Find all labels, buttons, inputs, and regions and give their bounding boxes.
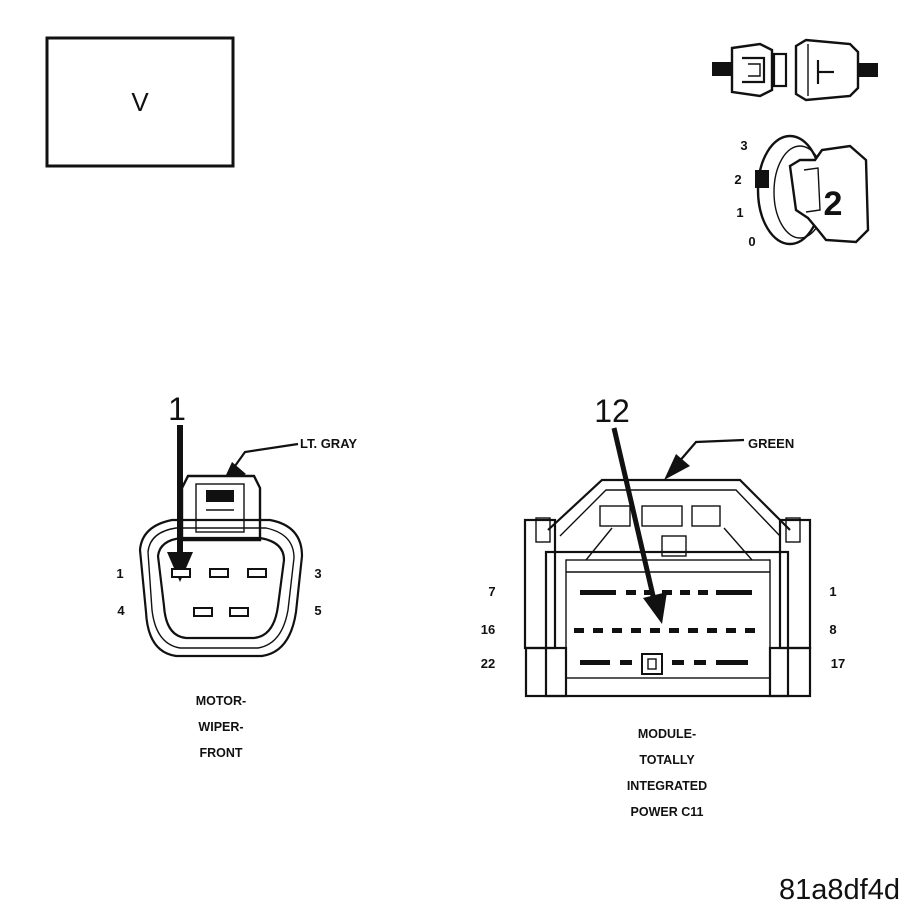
connector-motor-wiper-front: 1 LT. GRAY 1 3 4 5 MOTOR- WIPER- FRONT — [116, 391, 357, 760]
color-label-right: GREEN — [748, 436, 794, 451]
pin-cavity-3 — [247, 568, 267, 578]
pin-row-1 — [580, 590, 752, 595]
pin-cavity-1 — [171, 568, 191, 578]
ignition-position-marker — [755, 170, 769, 188]
ignition-position-1: 1 — [736, 205, 743, 220]
callout-arrow-right — [611, 427, 657, 601]
pin-label-16: 16 — [481, 622, 495, 637]
callout-number-right: 12 — [594, 393, 630, 429]
caption-right-line-4: POWER C11 — [631, 805, 704, 819]
pin-label-22: 22 — [481, 656, 495, 671]
voltmeter-symbol: V — [45, 36, 235, 168]
ignition-position-0: 0 — [748, 234, 755, 249]
pin-label-1-right: 1 — [829, 584, 836, 599]
connector-disconnect-icon — [712, 38, 878, 102]
voltmeter-label: V — [131, 87, 149, 117]
ignition-position-3: 3 — [740, 138, 747, 153]
pin-row-2 — [574, 628, 755, 633]
callout-number-left: 1 — [168, 391, 186, 427]
ignition-switch-icon: 3 2 1 0 2 — [734, 134, 870, 249]
pin-cavity-4 — [193, 607, 213, 617]
figure-id: 81a8df4d — [779, 874, 900, 906]
pin-label-8: 8 — [829, 622, 836, 637]
pin-cavity-2 — [209, 568, 229, 578]
caption-right-line-1: MODULE- — [638, 727, 696, 741]
pin-label-3: 3 — [314, 566, 321, 581]
caption-left-line-2: WIPER- — [198, 720, 243, 734]
color-label-left: LT. GRAY — [300, 436, 357, 451]
pin-row-3 — [580, 653, 748, 675]
connector-tipm-c11: 12 GREEN — [481, 393, 845, 819]
pin-label-1: 1 — [116, 566, 123, 581]
pin-label-4: 4 — [117, 603, 125, 618]
caption-left-line-1: MOTOR- — [196, 694, 246, 708]
caption-right-line-3: INTEGRATED — [627, 779, 707, 793]
pin-label-5: 5 — [314, 603, 321, 618]
pin-cavity-5 — [229, 607, 249, 617]
ignition-selected-position: 2 — [824, 185, 843, 223]
caption-left-line-3: FRONT — [199, 746, 242, 760]
pin-label-17: 17 — [831, 656, 845, 671]
caption-right-line-2: TOTALLY — [639, 753, 695, 767]
ignition-position-2: 2 — [734, 172, 741, 187]
pin-label-7: 7 — [488, 584, 495, 599]
